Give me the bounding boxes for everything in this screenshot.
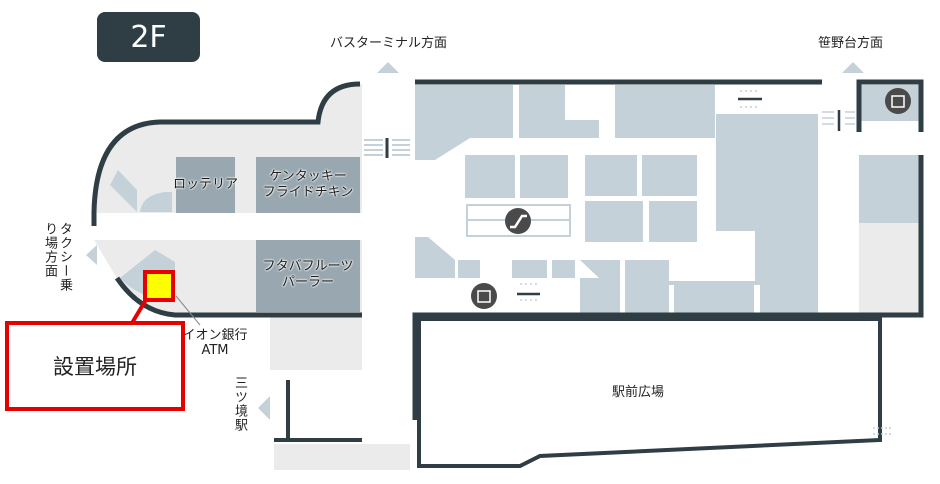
- atm-label: イオン銀行 ATM: [180, 328, 250, 358]
- atm-leader-line: [175, 295, 201, 326]
- elevator-icon: [471, 283, 497, 309]
- shop-small: [140, 192, 172, 212]
- atm-location-marker[interactable]: [143, 270, 175, 302]
- shop-small: [110, 170, 137, 212]
- stairs-icon: [517, 90, 855, 301]
- floor-lower-left: [274, 444, 410, 470]
- arrow-up-icon: [377, 62, 399, 73]
- kfc-label: ケンタッキー フライドチキン: [256, 160, 360, 210]
- corridor-horizontal: [94, 213, 414, 240]
- lotteria-label: ロッテリア: [172, 177, 238, 192]
- direction-taxi: タクシー乗り場方面: [42, 222, 72, 292]
- wall: [412, 79, 924, 420]
- arrow-up-icon: [842, 62, 864, 73]
- futaba-label-line2: パーラー: [281, 275, 334, 290]
- direction-bus-terminal: バスターミナル方面: [330, 36, 448, 51]
- futaba-label: フタバフルーツ パーラー: [256, 250, 360, 300]
- atm-label-line2: ATM: [201, 343, 229, 358]
- callout-line: [130, 296, 149, 325]
- installation-location-callout: 設置場所: [5, 321, 185, 411]
- direction-mitsukyo-station: 三ツ境駅: [232, 376, 247, 432]
- floor-lower-left: [270, 315, 362, 370]
- direction-sasanodai: 笹野台方面: [818, 36, 884, 51]
- floor-badge: 2F: [97, 12, 200, 62]
- kfc-label-line2: フライドチキン: [262, 185, 354, 200]
- atm-label-line1: イオン銀行: [182, 328, 248, 343]
- stores: [415, 85, 818, 315]
- arrow-left-icon: [86, 245, 97, 265]
- stairs-icon: [364, 138, 410, 158]
- shop-lotteria[interactable]: [176, 157, 235, 213]
- elevator-icon: [885, 88, 911, 114]
- futaba-label-line1: フタバフルーツ: [262, 259, 354, 274]
- kfc-label-line1: ケンタッキー: [269, 169, 347, 184]
- station-plaza[interactable]: [417, 317, 882, 468]
- wall: [114, 276, 362, 318]
- arrow-left-icon: [258, 396, 270, 420]
- wall: [91, 81, 361, 226]
- shop-kfc[interactable]: [256, 157, 360, 213]
- corridor-vertical: [362, 62, 415, 484]
- shop-futaba[interactable]: [256, 240, 360, 312]
- station-plaza-label: 駅前広場: [612, 385, 665, 400]
